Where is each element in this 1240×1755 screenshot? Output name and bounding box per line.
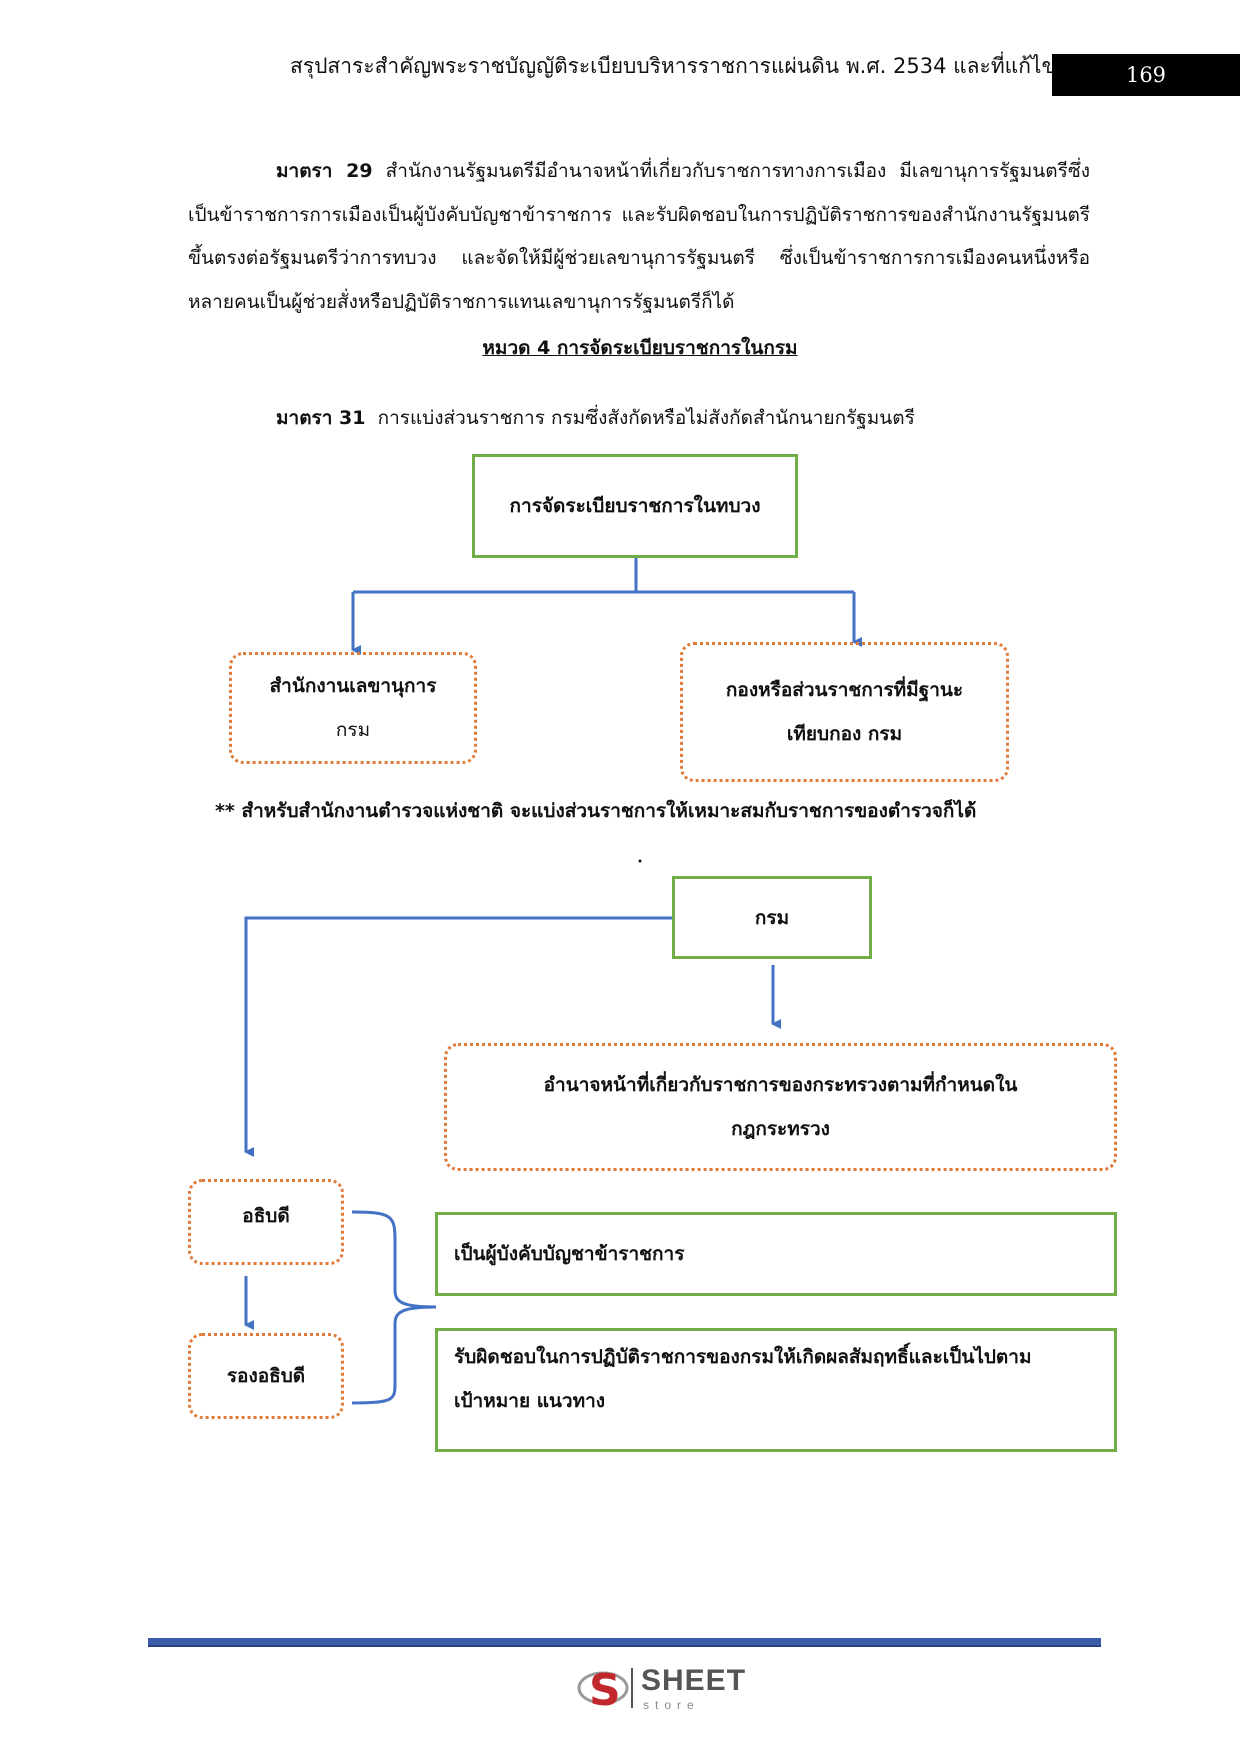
sheet-store-logo: S SHEET store — [575, 1660, 755, 1716]
section-31-line: มาตรา 31 การแบ่งส่วนราชการ กรมซึ่งสังกัด… — [276, 403, 915, 433]
box-duty-line1: อำนาจหน้าที่เกี่ยวกับราชการของกระทรวงตาม… — [543, 1074, 1018, 1096]
box-role-commander-text: เป็นผู้บังคับบัญชาข้าราชการ — [454, 1243, 685, 1265]
box-division: กองหรือส่วนราชการที่มีฐานะ เทียบกอง กรม — [680, 642, 1009, 782]
box-secretary-office-line1: สำนักงานเลขานุการ — [269, 675, 437, 697]
svg-text:S: S — [589, 1665, 621, 1716]
box-ministry-org-text: การจัดระเบียบราชการในทบวง — [509, 495, 761, 517]
s-logo-icon: S — [577, 1665, 629, 1716]
page-number-box — [1052, 54, 1240, 96]
logo-subtext: store — [643, 1698, 700, 1712]
box-duty: อำนาจหน้าที่เกี่ยวกับราชการของกระทรวงตาม… — [444, 1043, 1117, 1171]
box-director: อธิบดี — [188, 1179, 344, 1265]
section-29-text: สำนักงานรัฐมนตรีมีอำนาจหน้าที่เกี่ยวกับร… — [188, 160, 1090, 313]
chapter-heading: หมวด 4 การจัดระเบียบราชการในกรม — [482, 337, 798, 359]
stray-dot — [638, 859, 642, 863]
box-department: กรม — [672, 876, 872, 959]
box-role-responsible: รับผิดชอบในการปฏิบัติราชการของกรมให้เกิด… — [435, 1328, 1117, 1452]
section-29-paragraph: มาตรา 29 สำนักงานรัฐมนตรีมีอำนาจหน้าที่เ… — [188, 150, 1090, 324]
box-division-line1: กองหรือส่วนราชการที่มีฐานะ — [725, 679, 964, 701]
section-31-label: มาตรา 31 — [276, 407, 366, 429]
box-deputy-director-text: รองอธิบดี — [226, 1365, 306, 1387]
section-29-label: มาตรา 29 — [276, 160, 373, 182]
box-director-text: อธิบดี — [242, 1205, 290, 1227]
box-ministry-org: การจัดระเบียบราชการในทบวง — [472, 454, 798, 558]
box-secretary-office: สำนักงานเลขานุการ กรม — [229, 652, 477, 764]
connector-dept-to-director — [244, 916, 673, 1157]
logo-text: SHEET — [641, 1664, 747, 1697]
box-role-commander: เป็นผู้บังคับบัญชาข้าราชการ — [435, 1212, 1117, 1296]
box-secretary-office-line2: กรม — [335, 719, 371, 741]
box-deputy-director: รองอธิบดี — [188, 1333, 344, 1419]
box-role-responsible-line2: เป้าหมาย แนวทาง — [454, 1390, 606, 1412]
section-31-text: การแบ่งส่วนราชการ กรมซึ่งสังกัดหรือไม่สั… — [377, 407, 915, 429]
page-number: 169 — [1125, 63, 1167, 87]
box-division-line2: เทียบกอง กรม — [786, 723, 903, 745]
brace — [351, 1210, 437, 1405]
box-department-text: กรม — [754, 906, 790, 929]
footer-rule — [148, 1638, 1101, 1647]
box-role-responsible-line1: รับผิดชอบในการปฏิบัติราชการของกรมให้เกิด… — [454, 1346, 1032, 1368]
box-duty-line2: กฎกระทรวง — [731, 1118, 830, 1140]
header-title: สรุปสาระสำคัญพระราชบัญญัติระเบียบบริหารร… — [290, 54, 1056, 78]
police-note: ** สำหรับสำนักงานตำรวจแห่งชาติ จะแบ่งส่ว… — [215, 800, 977, 822]
